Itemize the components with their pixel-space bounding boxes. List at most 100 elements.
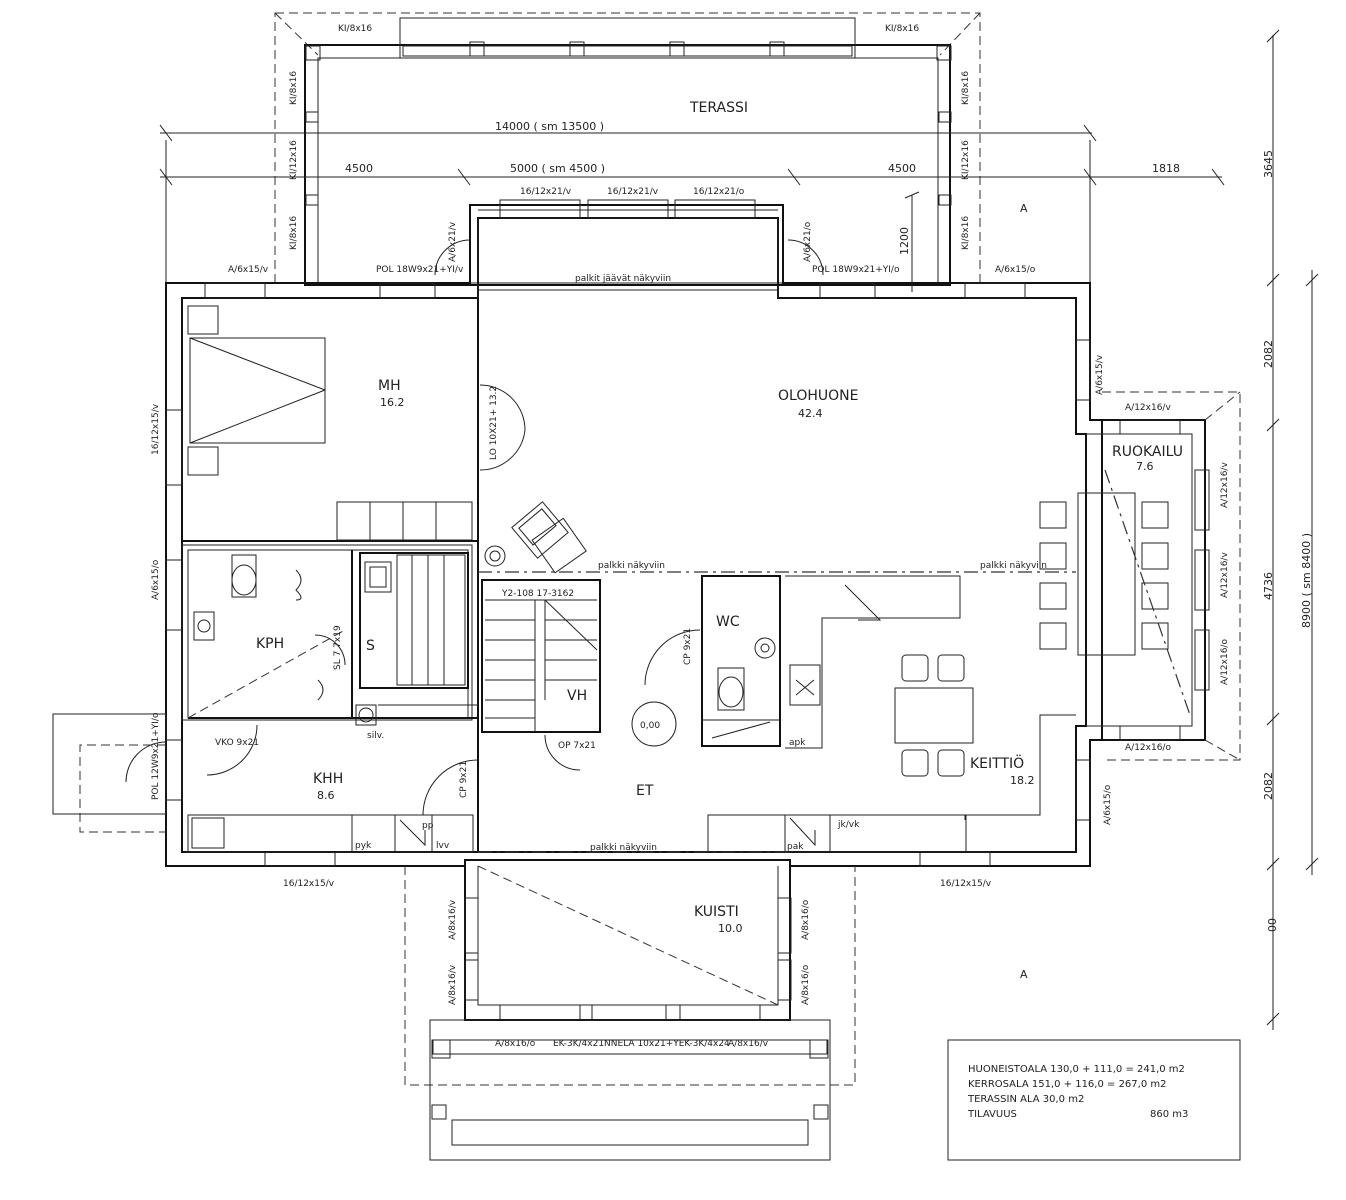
window (919, 851, 991, 867)
dimension-v3: 4736 (1262, 572, 1275, 600)
opening-label: A/6x21/o (803, 221, 813, 262)
door-swing (206, 724, 258, 776)
opening-label: A/12x16/v (1220, 552, 1230, 598)
note-beam-visible: palkki näkyviin (590, 843, 657, 853)
window (1075, 759, 1091, 821)
dimension-right: 4500 (888, 162, 916, 175)
opening-label: A/6x15/o (1103, 784, 1113, 825)
summary-box (947, 1039, 1241, 1161)
sauna-bench (396, 554, 466, 686)
area-summary: HUONEISTOALA 130,0 + 111,0 = 241,0 m2 KE… (947, 1039, 1241, 1161)
dimension-v4: 2082 (1262, 772, 1275, 800)
sauna-room (359, 552, 469, 689)
note-lvv: lvv (436, 841, 450, 851)
chair (937, 749, 965, 777)
window (777, 897, 792, 954)
note-pp: pp (422, 821, 434, 831)
opening-label: A/6x15/o (151, 559, 161, 600)
level-marker (631, 701, 677, 747)
window (165, 559, 183, 631)
bed (189, 337, 326, 444)
terrace-roof-outline (274, 12, 981, 284)
entry-step (79, 744, 166, 833)
shower (317, 679, 324, 701)
opening-label: A/6x15/o (995, 265, 1036, 275)
room-keittio: KEITTIÖ 18.2 apk A/6x15/o pak jk/vk (707, 575, 1113, 853)
opening-label: 16/12x15/v (940, 879, 992, 889)
wardrobe (336, 501, 473, 541)
opening-label: A/6x21/v (448, 221, 458, 262)
porch-door (591, 1004, 667, 1021)
room-area-khh: 8.6 (317, 789, 335, 802)
room-olohuone: OLOHUONE 42.4 palkki näkyviin palkki näk… (478, 339, 1105, 574)
chair (1039, 501, 1067, 529)
sink (193, 611, 215, 641)
door-swing (479, 384, 526, 431)
terrace: TERASSI KI/8x16 KI/8x16 KI/8x16 KI/12x16… (274, 12, 981, 286)
opening-label: 16/12x21/v (607, 187, 659, 197)
opening-label: KI/8x16 (961, 71, 971, 105)
window (819, 282, 876, 299)
opening-label: KI/12x16 (961, 140, 971, 180)
terrace-post (569, 41, 585, 57)
vertical-dimensions: 3645 2082 4736 2082 00 8900 ( sm 8400 ) (1262, 29, 1319, 1030)
room-wc: WC CP 9x21 (644, 575, 781, 747)
door-swing (544, 734, 581, 771)
note-stair: Y2-108 17-3162 (501, 589, 574, 599)
opening-label: VKO 9x21 (215, 738, 259, 748)
opening-label: CP 9x21 (683, 628, 693, 665)
opening-label: LO 10X21+ 13.2 (489, 386, 499, 460)
terrace-post (469, 41, 485, 57)
entry-steps (52, 713, 167, 815)
laundry-sink (191, 817, 225, 849)
note-pak: pak (787, 842, 804, 852)
room-label-terassi: TERASSI (689, 100, 748, 116)
room-area-olohuone: 42.4 (798, 407, 823, 420)
porch-post (431, 1104, 447, 1120)
note-jkvk: jk/vk (837, 820, 860, 830)
room-label-kph: KPH (256, 636, 284, 652)
window (165, 409, 183, 486)
summary-line-4-label: TILAVUUS (967, 1109, 1017, 1120)
stair-outline (481, 579, 601, 733)
opening-label: A/6x15/v (1095, 354, 1105, 395)
room-ruokailu: RUOKAILU 7.6 A/12x16/v A/12x16/v A/12x16… (1039, 391, 1241, 761)
terrace-post (669, 41, 685, 57)
summary-line-3: TERASSIN ALA 30,0 m2 (967, 1094, 1084, 1105)
opening-label: A/12x16/o (1220, 639, 1230, 685)
dimension-left: 4500 (345, 162, 373, 175)
summary-line-4-value: 860 m3 (1150, 1109, 1188, 1120)
porch-post (813, 1104, 829, 1120)
dimension-total-width: 14000 ( sm 13500 ) (495, 120, 604, 133)
summary-line-1: HUONEISTOALA 130,0 + 111,0 = 241,0 m2 (968, 1064, 1185, 1075)
section-marker: A (1020, 202, 1028, 215)
dimension-middle: 5000 ( sm 4500 ) (510, 162, 605, 175)
opening-label: A/8x16/o (801, 899, 811, 940)
room-area-keittio: 18.2 (1010, 774, 1035, 787)
dimension-bay-depth: 1200 (898, 227, 911, 255)
room-et: 0,00 ET CP 9x21 palkki näkyviin (422, 701, 790, 853)
opening-label: KI/8x16 (289, 216, 299, 250)
dining-table (1077, 492, 1136, 656)
window (1194, 549, 1210, 611)
room-label-s: S (366, 638, 375, 654)
opening-label: 16/12x15/v (151, 403, 161, 455)
room-label-ruokailu: RUOKAILU (1112, 444, 1183, 460)
door-swing (787, 239, 824, 276)
wc-walls (701, 575, 781, 747)
room-label-wc: WC (716, 614, 740, 630)
opening-label: 16/12x21/o (693, 187, 745, 197)
sauna-stove (364, 561, 392, 593)
note-pyk: pyk (355, 841, 372, 851)
room-label-mh: MH (378, 378, 401, 394)
opening-label: KI/8x16 (289, 71, 299, 105)
window (674, 199, 756, 219)
door-swing (422, 759, 479, 816)
armchair (531, 517, 587, 574)
opening-label: A/12x16/v (1220, 462, 1230, 508)
window (777, 959, 792, 1001)
top-bay-windows: 16/12x21/v 16/12x21/v 16/12x21/o palkit … (204, 187, 1036, 981)
note-beams-visible: palkit jäävät näkyviin (575, 274, 671, 284)
dimension-v-total: 8900 ( sm 8400 ) (1300, 533, 1313, 628)
window (679, 1004, 761, 1021)
